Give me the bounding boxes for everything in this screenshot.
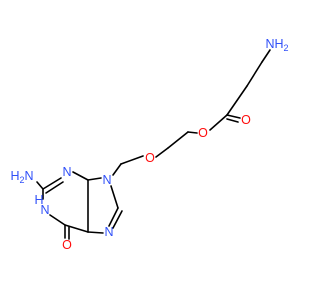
bond-n3-c2-a [42,177,62,190]
bond-c4a-n3 [72,171,89,181]
bond-c1-c2 [246,61,263,87]
carbonyl-oxygen-label: O [241,113,251,127]
bond-c5-o-ether [155,147,169,158]
bond-n9-c4a [87,177,102,181]
bond-c3-o-carbonyl-b [226,118,239,123]
n9-label: N [102,173,111,187]
bond-c3-o-carbonyl-a [226,114,241,119]
molecule-diagram: NH2 O O O N N N H2N H N O [10,37,289,252]
amine-nh2-label: NH2 [265,37,288,53]
atom-labels: NH2 O O O N N N H2N H N O [10,37,288,252]
bond-c2-n2 [36,181,44,190]
n1-hydrogen-label: H [34,193,43,207]
bond-o-ether-c6 [120,155,144,165]
ether-oxygen-label: O [145,151,155,165]
ester-oxygen-label: O [198,126,208,140]
amino-h2n-label: H2N [10,169,33,185]
n7-label: N [104,225,113,239]
bond-n7-c5a [87,231,104,234]
n3-label: N [62,165,71,179]
bond-n3-c2-b [45,181,64,194]
bond-c2-c3 [226,85,248,116]
bond-c3-o-ester [209,114,228,131]
bond-c4-c5 [167,131,189,149]
bond-nh2-c1 [261,49,271,63]
bond-c6-c5a [64,224,89,233]
n1-label: N [40,203,49,217]
carbonyl-o6-label: O [62,238,72,252]
bond-n1-c6 [49,214,66,226]
bond-n9-c8 [110,185,119,209]
bonds [36,49,271,240]
bond-c8-n7-b [112,210,123,229]
bond-o-ester-c4 [187,131,198,134]
bond-c6-n9 [112,163,122,176]
bond-c8-n7-a [108,207,119,227]
structure-svg: NH2 O O O N N N H2N H N O [10,37,288,252]
